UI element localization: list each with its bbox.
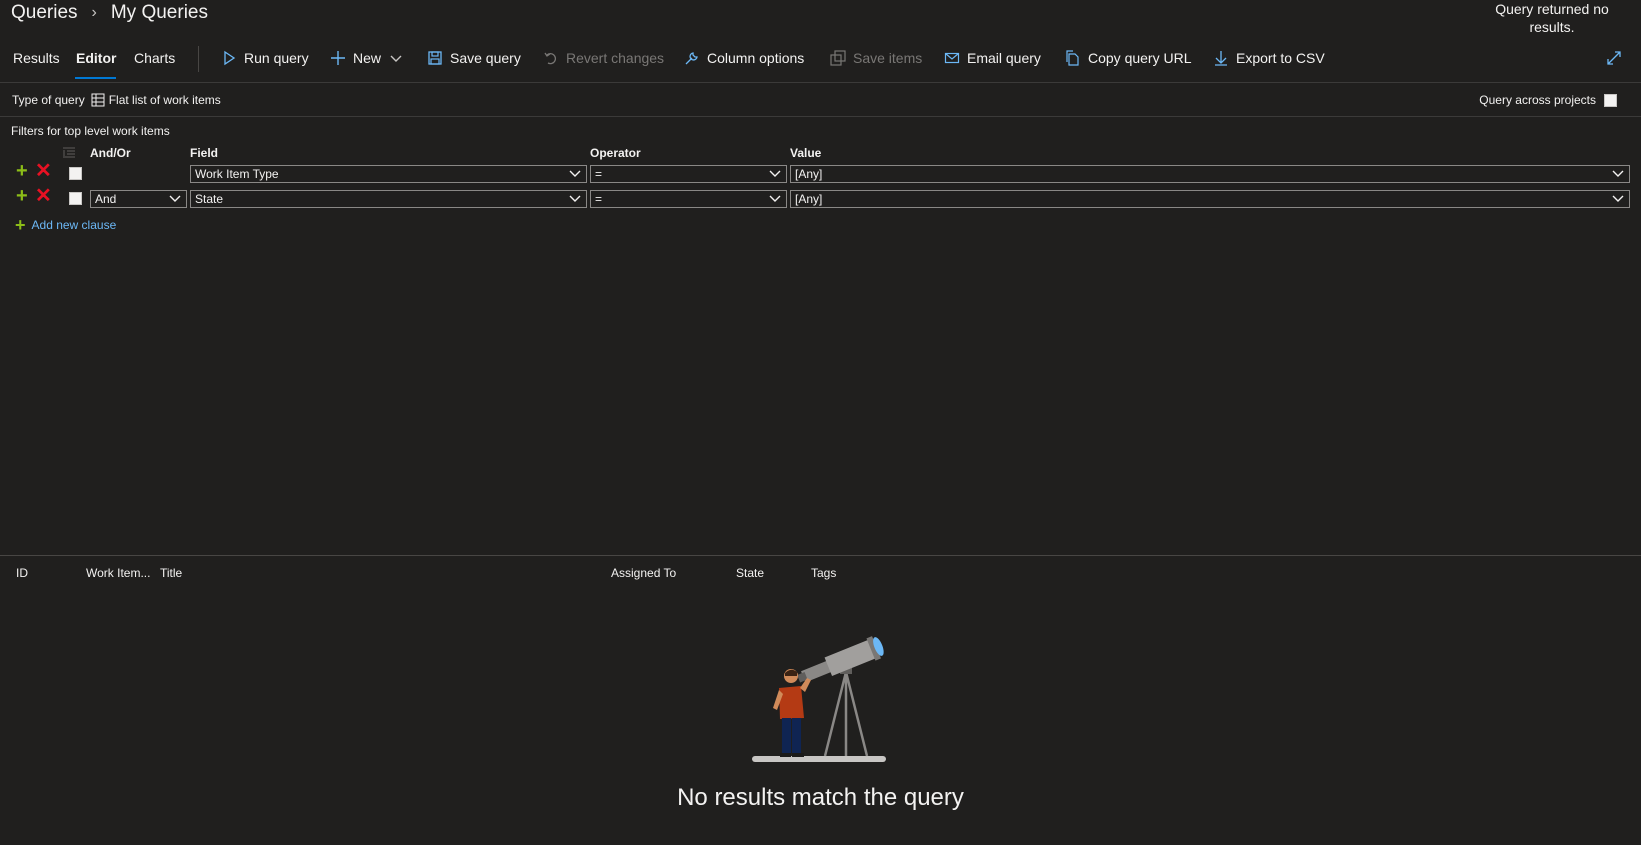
col-header-title[interactable]: Title	[160, 566, 183, 580]
toolbar: Results Editor Charts Run query New Save…	[0, 44, 1641, 80]
new-button[interactable]: New	[330, 50, 404, 66]
chevron-down-icon	[769, 195, 781, 202]
active-tab-indicator	[75, 77, 116, 79]
chevron-down-icon	[569, 170, 581, 177]
save-icon	[428, 51, 442, 65]
column-options-label: Column options	[707, 50, 805, 66]
breadcrumb-root[interactable]: Queries	[11, 2, 78, 23]
col-header-id[interactable]: ID	[16, 566, 28, 580]
save-items-icon	[830, 50, 846, 66]
telescope-illustration	[752, 636, 886, 762]
email-query-button[interactable]: Email query	[944, 50, 1041, 66]
add-row-icon[interactable]: +	[16, 185, 28, 207]
no-results-message: No results match the query	[677, 784, 964, 811]
revert-changes-label: Revert changes	[566, 50, 665, 66]
chevron-down-icon	[1612, 195, 1624, 202]
tab-charts[interactable]: Charts	[134, 50, 176, 66]
query-across-checkbox[interactable]	[1604, 93, 1617, 107]
new-label: New	[353, 50, 382, 66]
field-select[interactable]: State	[190, 190, 587, 208]
query-across-label: Query across projects	[1479, 93, 1596, 107]
status-message: Query returned no results.	[1495, 1, 1609, 35]
divider	[0, 82, 1641, 83]
andor-select[interactable]: And	[90, 190, 187, 208]
remove-row-icon[interactable]: ✕	[35, 185, 52, 207]
run-query-button[interactable]: Run query	[221, 50, 309, 66]
chevron-down-icon	[1612, 170, 1624, 177]
query-type: Type of query Flat list of work items	[12, 93, 221, 107]
chevron-down-icon	[169, 195, 181, 202]
breadcrumb: Queries › My Queries	[11, 2, 208, 24]
col-header-state[interactable]: State	[736, 566, 765, 580]
col-header-assigned-to[interactable]: Assigned To	[611, 566, 677, 580]
divider	[0, 116, 1641, 117]
add-new-clause-button[interactable]: + Add new clause	[15, 215, 117, 235]
download-icon	[1215, 51, 1227, 66]
revert-changes-button[interactable]: Revert changes	[543, 50, 664, 66]
table-icon	[91, 93, 105, 107]
email-query-label: Email query	[967, 50, 1041, 66]
query-type-value: Flat list of work items	[108, 93, 221, 107]
copy-query-url-label: Copy query URL	[1088, 50, 1192, 66]
chevron-down-icon	[769, 170, 781, 177]
value-select[interactable]: [Any]	[790, 165, 1630, 183]
query-across-projects: Query across projects	[1479, 93, 1617, 107]
save-query-button[interactable]: Save query	[427, 50, 521, 66]
query-type-selector[interactable]: Flat list of work items	[91, 93, 221, 107]
remove-row-icon[interactable]: ✕	[35, 160, 52, 182]
andor-value: And	[95, 192, 117, 206]
run-query-label: Run query	[244, 50, 309, 66]
expand-icon	[1607, 51, 1621, 65]
value-select[interactable]: [Any]	[790, 190, 1630, 208]
wrench-icon	[685, 52, 698, 65]
play-icon	[224, 50, 236, 66]
operator-select[interactable]: =	[590, 165, 787, 183]
row-select-checkbox[interactable]	[69, 167, 82, 180]
operator-value: =	[595, 192, 603, 206]
col-header-work-item-type[interactable]: Work Item...	[86, 566, 151, 580]
header-operator: Operator	[590, 146, 641, 160]
export-csv-button[interactable]: Export to CSV	[1213, 50, 1325, 66]
field-value: State	[195, 192, 224, 206]
undo-icon	[544, 52, 557, 65]
operator-value: =	[595, 167, 603, 181]
save-items-button[interactable]: Save items	[830, 50, 922, 66]
chevron-down-icon	[569, 195, 581, 202]
plus-icon	[331, 51, 345, 65]
mail-icon	[944, 52, 960, 64]
toolbar-divider	[198, 46, 199, 72]
column-options-button[interactable]: Column options	[684, 50, 804, 66]
tab-editor[interactable]: Editor	[76, 50, 117, 66]
export-csv-label: Export to CSV	[1236, 50, 1325, 66]
field-select[interactable]: Work Item Type	[190, 165, 587, 183]
tab-results[interactable]: Results	[13, 50, 60, 66]
header-andor: And/Or	[90, 146, 131, 160]
row-select-checkbox[interactable]	[69, 192, 82, 205]
col-header-tags[interactable]: Tags	[811, 566, 837, 580]
add-row-icon[interactable]: +	[16, 160, 28, 182]
field-value: Work Item Type	[195, 167, 279, 181]
header-value: Value	[790, 146, 822, 160]
save-items-label: Save items	[853, 50, 923, 66]
fullscreen-button[interactable]	[1606, 50, 1622, 66]
value-value: [Any]	[795, 167, 823, 181]
value-value: [Any]	[795, 192, 823, 206]
chevron-right-icon: ›	[91, 4, 97, 21]
breadcrumb-current[interactable]: My Queries	[110, 2, 208, 23]
group-clauses-icon[interactable]	[62, 146, 76, 164]
copy-query-url-button[interactable]: Copy query URL	[1065, 50, 1192, 66]
header-field: Field	[190, 146, 219, 160]
results-divider	[0, 555, 1641, 556]
plus-icon: +	[15, 215, 26, 235]
query-type-label: Type of query	[12, 93, 85, 107]
copy-icon	[1066, 50, 1079, 66]
save-query-label: Save query	[450, 50, 521, 66]
operator-select[interactable]: =	[590, 190, 787, 208]
add-new-clause-label: Add new clause	[31, 218, 117, 232]
filters-title: Filters for top level work items	[11, 124, 170, 138]
chevron-down-icon	[390, 55, 402, 62]
